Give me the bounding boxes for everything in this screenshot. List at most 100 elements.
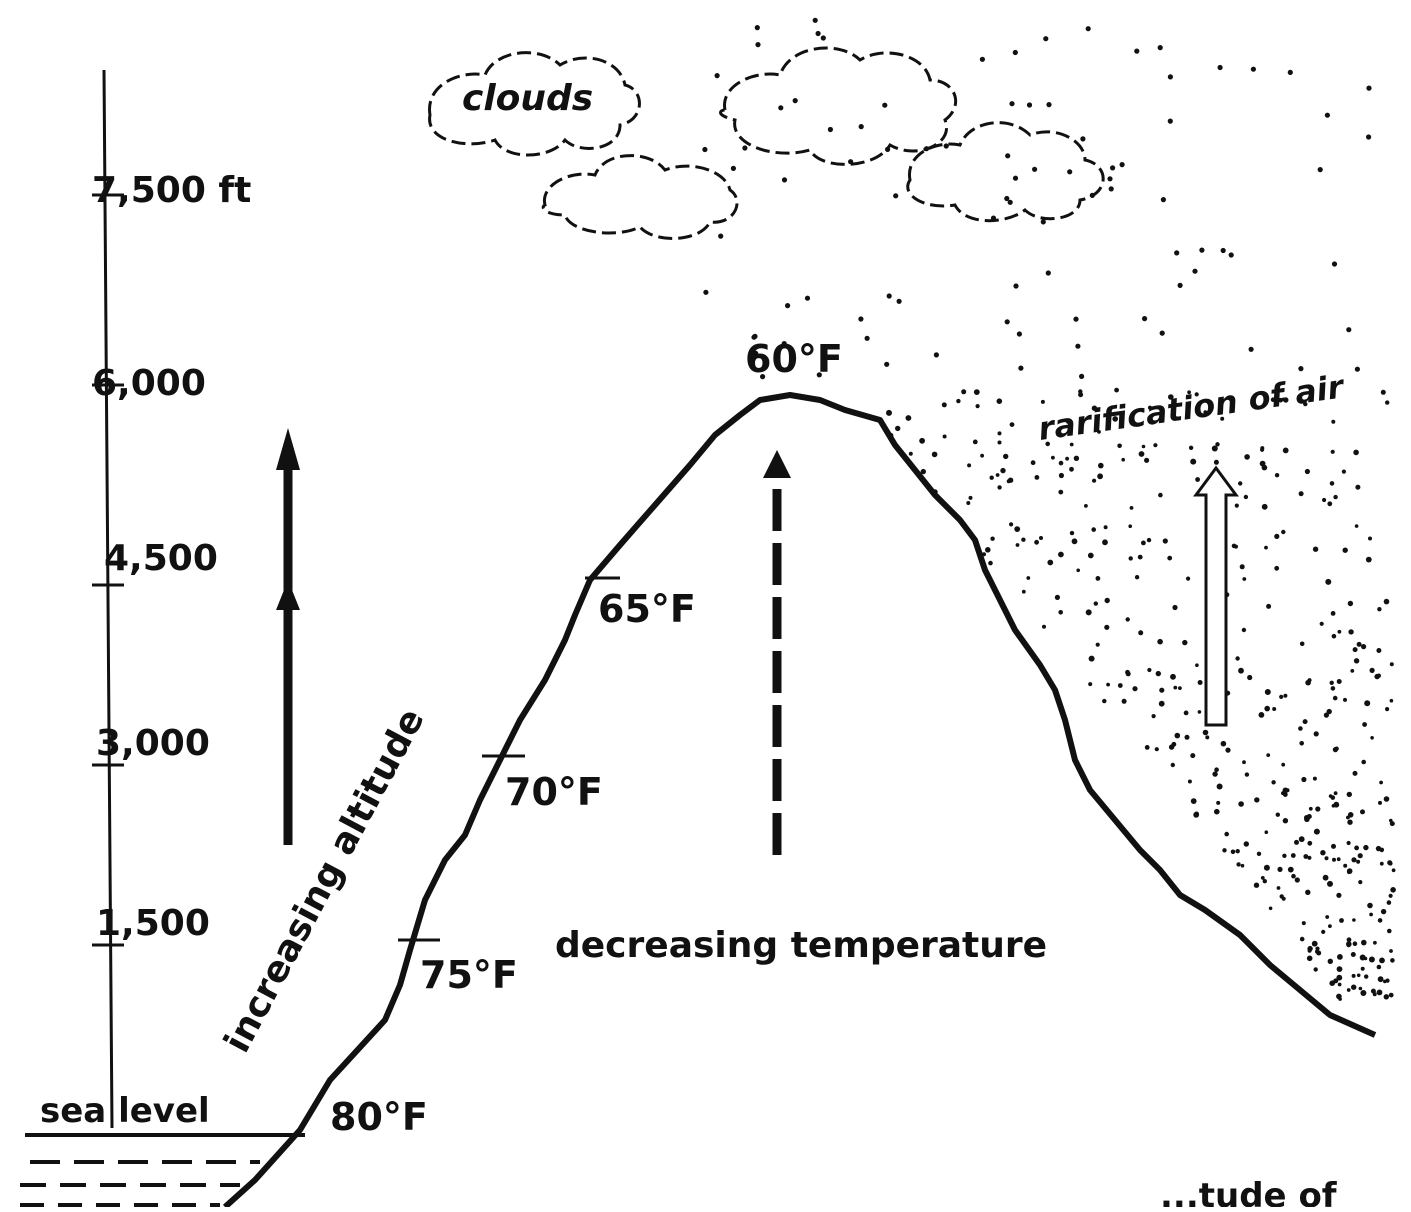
- stipple-dot: [1358, 986, 1363, 991]
- stipple-dot: [1058, 610, 1063, 615]
- stipple-dot: [1088, 655, 1095, 662]
- stipple-dot: [908, 451, 913, 456]
- stipple-dot: [1238, 481, 1243, 486]
- stipple-dot: [1268, 906, 1273, 911]
- sky-dot: [1108, 186, 1114, 192]
- stipple-dot: [1299, 641, 1305, 647]
- sky-dot: [979, 56, 986, 62]
- stipple-dot: [1332, 857, 1336, 862]
- stipple-dot: [1224, 831, 1229, 837]
- stipple-dot: [1333, 978, 1339, 984]
- stipple-dot: [1283, 693, 1288, 698]
- stipple-dot: [1195, 477, 1200, 482]
- stipple-dot: [1290, 853, 1296, 858]
- stipple-dot: [1380, 908, 1387, 915]
- sky-dot: [1067, 169, 1073, 175]
- stipple-dot: [1301, 921, 1306, 926]
- stipple-dot: [1244, 772, 1250, 777]
- stipple-dot: [1093, 601, 1099, 606]
- sky-dot: [1046, 102, 1052, 108]
- stipple-dot: [1389, 949, 1393, 953]
- stipple-dot: [1282, 818, 1289, 824]
- sky-dot: [702, 146, 708, 153]
- stipple-dot: [1327, 501, 1333, 507]
- stipple-dot: [1388, 992, 1394, 998]
- stipple-dot: [1304, 468, 1310, 475]
- stipple-dot: [1264, 545, 1268, 550]
- stipple-dot: [1301, 776, 1307, 783]
- stipple-dot: [1254, 797, 1260, 803]
- stipple-dot: [1336, 966, 1343, 972]
- stipple-dot: [1337, 982, 1342, 987]
- stipple-dot: [1351, 984, 1357, 990]
- stipple-dot: [1281, 896, 1286, 901]
- stipple-dot: [1151, 714, 1156, 719]
- stipple-dot: [1184, 734, 1190, 740]
- stipple-dot: [1388, 893, 1393, 898]
- rarefaction-caption: rarification of air: [1036, 367, 1348, 448]
- stipple-dot: [1103, 525, 1108, 530]
- stipple-dot: [1138, 630, 1144, 636]
- stipple-dot: [1327, 880, 1333, 887]
- stipple-dot: [1211, 445, 1218, 452]
- sky-dot: [1018, 365, 1024, 371]
- stipple-dot: [1243, 841, 1250, 847]
- stipple-dot: [1354, 524, 1359, 528]
- clouds: [428, 46, 1105, 240]
- stipple-dot: [1333, 494, 1338, 500]
- stipple-dot: [1352, 647, 1358, 653]
- rarefied-air-stipple: [886, 387, 1396, 1001]
- mountain-outline: [222, 392, 1377, 1210]
- stipple-dot: [1088, 682, 1093, 687]
- stipple-dot: [1334, 746, 1339, 751]
- stipple-dot: [1356, 641, 1362, 647]
- stipple-dot: [1197, 710, 1202, 714]
- stipple-dot: [1298, 726, 1303, 731]
- sky-dot: [754, 25, 760, 31]
- stipple-dot: [1385, 707, 1390, 712]
- tick-label-1500: 1,500: [96, 903, 210, 944]
- stipple-dot: [1178, 686, 1182, 690]
- stipple-dot: [1261, 503, 1268, 510]
- stipple-dot: [1389, 698, 1394, 703]
- sky-dot: [1346, 327, 1352, 333]
- sky-dot: [1045, 270, 1051, 276]
- stipple-dot: [1364, 974, 1369, 979]
- stipple-dot: [1362, 722, 1367, 727]
- stipple-dot: [1214, 767, 1219, 772]
- stipple-dot: [1098, 462, 1104, 469]
- stipple-dot: [1279, 694, 1284, 700]
- stipple-dot: [1194, 392, 1199, 397]
- stipple-dot: [1307, 855, 1312, 860]
- sky-dot: [1075, 343, 1081, 349]
- stipple-dot: [1303, 401, 1308, 407]
- stipple-dot: [1034, 475, 1040, 480]
- stipple-dot: [1242, 760, 1246, 765]
- temperature-arrow: [763, 450, 791, 855]
- stipple-dot: [1329, 680, 1334, 685]
- stipple-dot: [1162, 538, 1168, 544]
- stipple-dot: [1065, 456, 1069, 461]
- stipple-dot: [1076, 568, 1080, 573]
- stipple-dot: [1331, 633, 1337, 639]
- stipple-dot: [1282, 787, 1289, 794]
- sky-dot: [884, 361, 890, 367]
- stipple-dot: [1376, 964, 1382, 970]
- stipple-dot: [1353, 449, 1359, 456]
- stipple-dot: [1350, 952, 1356, 957]
- stipple-dot: [1294, 839, 1299, 845]
- stipple-dot: [1058, 551, 1064, 558]
- sky-dot: [1004, 319, 1010, 325]
- temperature-ticks: [398, 576, 620, 942]
- stipple-dot: [1282, 792, 1288, 797]
- sky-dot: [1079, 373, 1085, 379]
- stipple-dot: [1365, 556, 1372, 563]
- stipple-dot: [1187, 390, 1191, 395]
- stipple-dot: [1054, 594, 1060, 601]
- stipple-dot: [1238, 667, 1244, 674]
- sky-dot: [1317, 167, 1323, 173]
- stipple-dot: [1343, 863, 1348, 868]
- stipple-dot: [1330, 686, 1336, 691]
- sea-level-label: sea level: [40, 1091, 210, 1131]
- sky-dot: [1005, 153, 1011, 159]
